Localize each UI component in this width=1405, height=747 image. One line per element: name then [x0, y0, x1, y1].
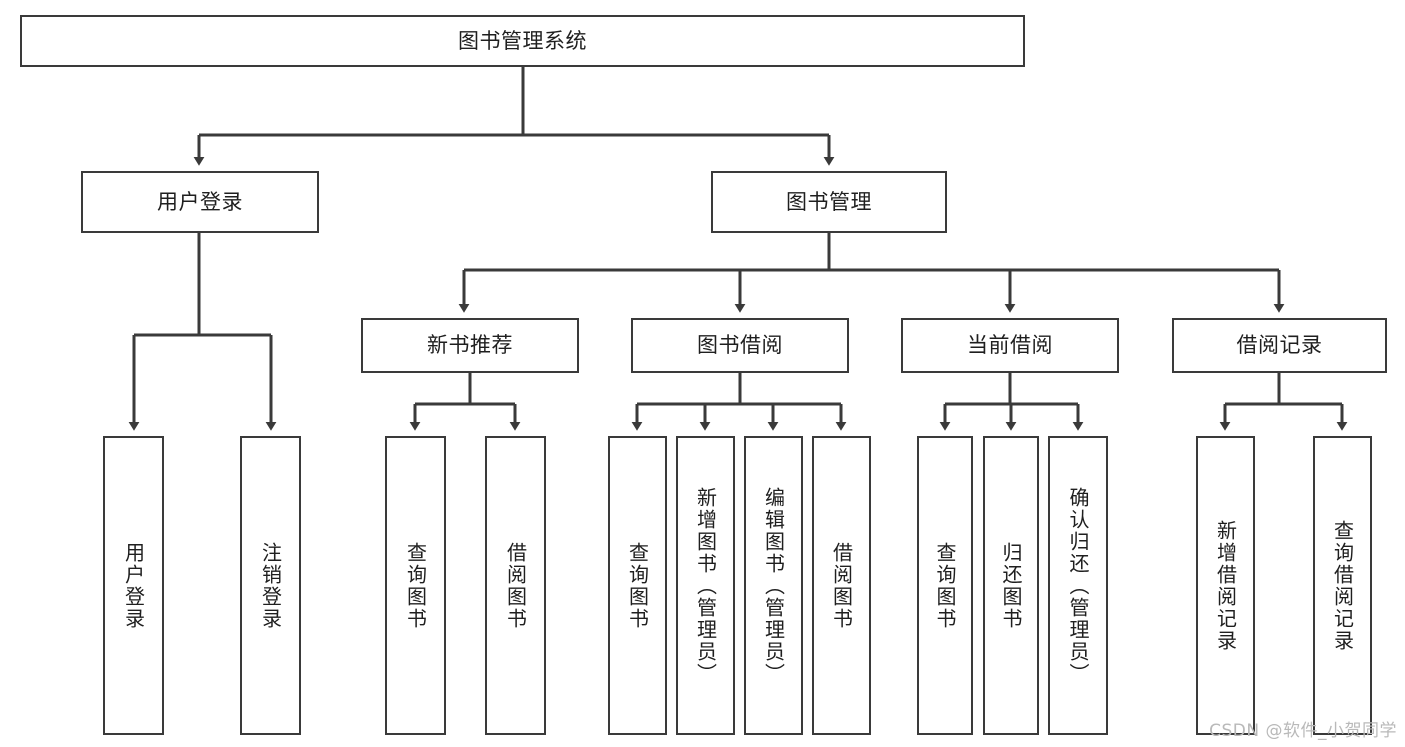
- node-leaf-query-book-2-label: 查询图书: [625, 541, 650, 630]
- node-borrow-record[interactable]: 借阅记录: [1172, 318, 1387, 373]
- node-new-book-recommend-label: 新书推荐: [427, 333, 513, 358]
- node-leaf-user-logout-label: 注销登录: [258, 541, 283, 630]
- node-leaf-return-book[interactable]: 归还图书: [983, 436, 1039, 735]
- node-book-borrow-label: 图书借阅: [697, 333, 783, 358]
- node-current-borrow-label: 当前借阅: [967, 333, 1053, 358]
- node-user-login-label: 用户登录: [157, 189, 243, 214]
- node-leaf-confirm-return-label: 确认归还（管理员）: [1066, 486, 1090, 685]
- node-book-borrow[interactable]: 图书借阅: [631, 318, 849, 373]
- node-leaf-return-book-label: 归还图书: [999, 541, 1023, 630]
- node-leaf-confirm-return[interactable]: 确认归还（管理员）: [1048, 436, 1108, 735]
- node-root-label: 图书管理系统: [458, 28, 587, 53]
- node-leaf-query-book-2[interactable]: 查询图书: [608, 436, 667, 735]
- node-leaf-user-logout[interactable]: 注销登录: [240, 436, 301, 735]
- node-leaf-borrow-book-2-label: 借阅图书: [829, 541, 854, 630]
- node-leaf-borrow-book-1-label: 借阅图书: [503, 541, 528, 630]
- node-book-manage-label: 图书管理: [786, 189, 872, 214]
- node-book-manage[interactable]: 图书管理: [711, 171, 947, 233]
- node-leaf-user-login[interactable]: 用户登录: [103, 436, 164, 735]
- node-leaf-edit-book[interactable]: 编辑图书（管理员）: [744, 436, 803, 735]
- node-leaf-query-book-3-label: 查询图书: [933, 541, 957, 630]
- node-leaf-borrow-book-1[interactable]: 借阅图书: [485, 436, 546, 735]
- node-borrow-record-label: 借阅记录: [1236, 333, 1323, 358]
- node-leaf-query-record[interactable]: 查询借阅记录: [1313, 436, 1372, 735]
- node-leaf-add-book-label: 新增图书（管理员）: [693, 486, 718, 685]
- node-leaf-edit-book-label: 编辑图书（管理员）: [761, 486, 786, 685]
- node-leaf-query-record-label: 查询借阅记录: [1330, 519, 1355, 652]
- node-leaf-add-record-label: 新增借阅记录: [1213, 519, 1238, 652]
- node-leaf-query-book-1[interactable]: 查询图书: [385, 436, 446, 735]
- node-new-book-recommend[interactable]: 新书推荐: [361, 318, 579, 373]
- node-leaf-add-record[interactable]: 新增借阅记录: [1196, 436, 1255, 735]
- node-root[interactable]: 图书管理系统: [20, 15, 1025, 67]
- node-user-login[interactable]: 用户登录: [81, 171, 319, 233]
- node-leaf-query-book-1-label: 查询图书: [403, 541, 428, 630]
- node-leaf-user-login-label: 用户登录: [121, 541, 146, 630]
- node-leaf-borrow-book-2[interactable]: 借阅图书: [812, 436, 871, 735]
- node-current-borrow[interactable]: 当前借阅: [901, 318, 1119, 373]
- node-leaf-add-book[interactable]: 新增图书（管理员）: [676, 436, 735, 735]
- node-leaf-query-book-3[interactable]: 查询图书: [917, 436, 973, 735]
